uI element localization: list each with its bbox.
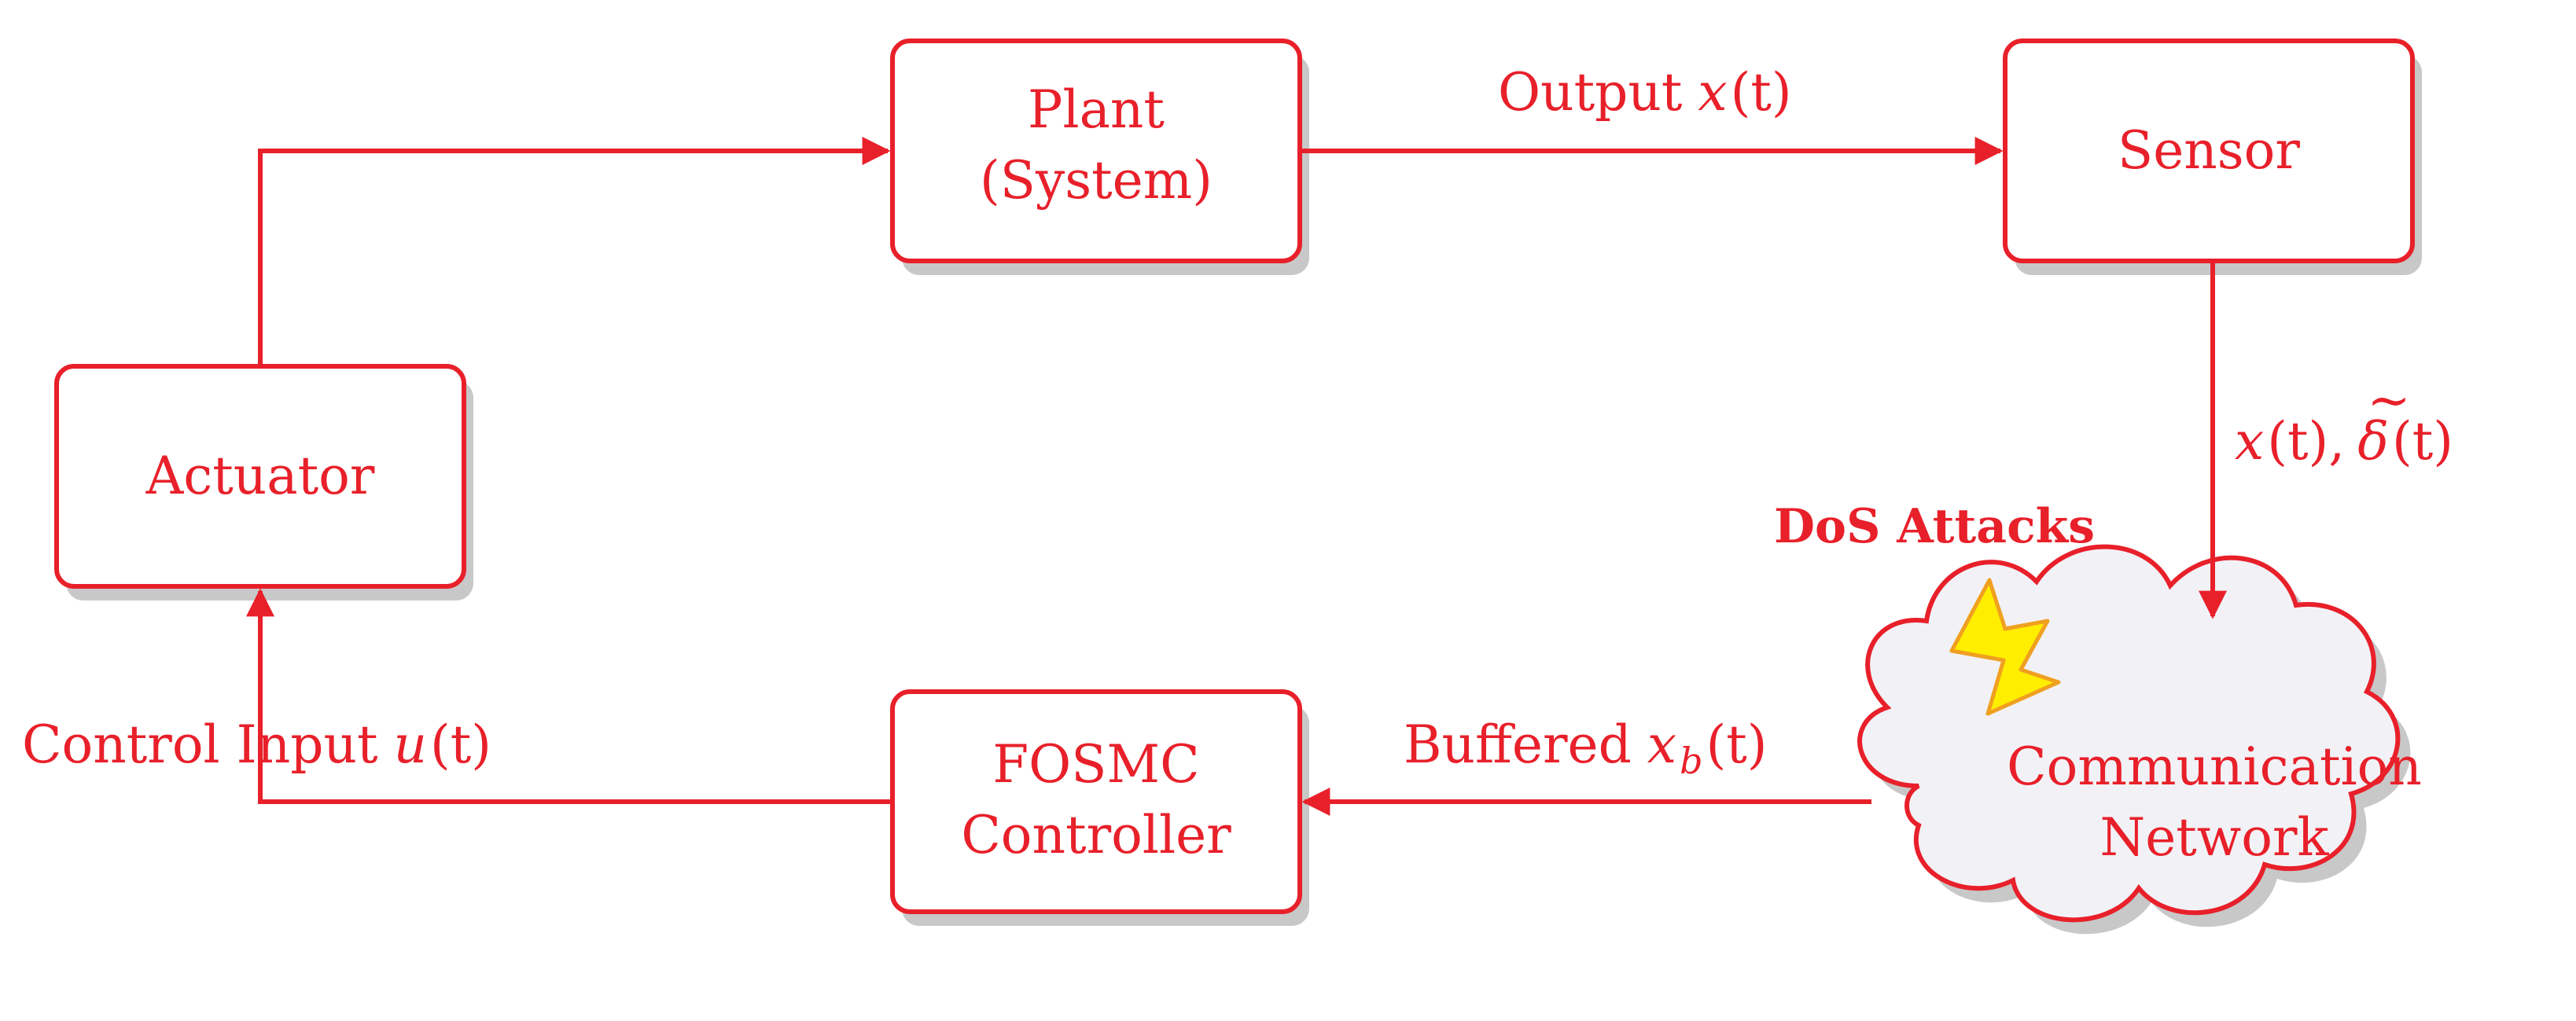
control-var: u bbox=[394, 714, 428, 775]
controller-label: FOSMC bbox=[992, 734, 1199, 795]
actuator-label: Actuator bbox=[145, 446, 375, 506]
lightning-bolt-icon bbox=[1949, 578, 2061, 716]
sensor-signal-label: x (t), δ (t) bbox=[2235, 411, 2453, 472]
output-var: x bbox=[1698, 62, 1727, 123]
controller-to-actuator-arrow bbox=[246, 588, 892, 804]
plant-block: Plant (System) bbox=[890, 39, 1309, 275]
control-prefix: Control Input bbox=[22, 714, 378, 775]
delta-tilde: ~ bbox=[2367, 370, 2410, 431]
actuator-block: Actuator bbox=[54, 364, 473, 600]
buffered-signal-label: Buffered x b (t) bbox=[1404, 714, 1768, 782]
buffered-arg: (t) bbox=[1706, 714, 1768, 775]
controller-sublabel: Controller bbox=[961, 805, 1231, 865]
network-sublabel: Network bbox=[2099, 807, 2329, 868]
controller-block: FOSMC Controller bbox=[890, 689, 1309, 926]
dos-attacks-label: DoS Attacks bbox=[1774, 499, 2095, 554]
buffered-prefix: Buffered bbox=[1404, 714, 1632, 775]
plant-label: Plant bbox=[1028, 79, 1165, 140]
sensor-block: Sensor bbox=[2003, 39, 2422, 275]
cloud-icon: Communication Network bbox=[1857, 544, 2422, 935]
network-label: Communication bbox=[2007, 736, 2422, 797]
sensor-x-arg: (t), bbox=[2267, 411, 2345, 472]
control-arg: (t) bbox=[430, 714, 491, 775]
output-arg: (t) bbox=[1731, 62, 1792, 123]
control-signal-label: Control Input u (t) bbox=[22, 714, 491, 775]
sensor-x-var: x bbox=[2235, 411, 2264, 472]
sensor-delta-var: δ bbox=[2357, 411, 2389, 472]
buffered-sub: b bbox=[1680, 740, 1702, 782]
actuator-to-plant-arrow bbox=[258, 137, 891, 366]
sensor-delta-arg: (t) bbox=[2392, 411, 2453, 472]
plant-sublabel: (System) bbox=[980, 150, 1213, 211]
sensor-label: Sensor bbox=[2118, 120, 2300, 181]
output-prefix: Output bbox=[1498, 62, 1682, 123]
output-signal-label: Output x (t) bbox=[1498, 62, 1792, 123]
buffered-var: x bbox=[1647, 714, 1676, 775]
